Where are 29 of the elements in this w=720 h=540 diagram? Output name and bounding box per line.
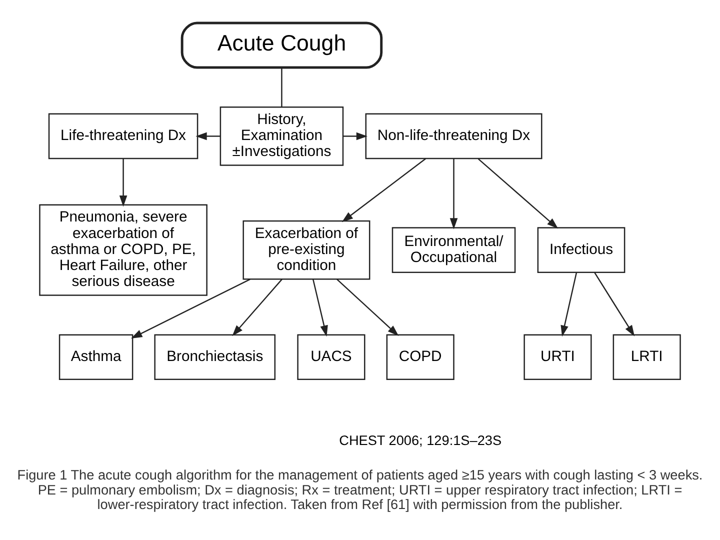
arrow [312,278,328,336]
arrow [478,158,558,228]
node-box: Pneumonia, severe exacerbation of asthma or COPD, PE, Heart Failure, other serious disease [39,204,208,296]
node-box: Environmental/ Occupational [392,226,516,272]
arrow [560,272,578,336]
node-box: Non-life-threatening Dx [365,112,542,159]
arrow [594,272,635,336]
arrow [196,132,220,140]
node-box: Asthma [58,334,134,380]
node-box: UACS [297,334,366,380]
node-box: Infectious [537,226,626,272]
node-box: Acute Cough [180,21,383,68]
arrow [336,278,399,336]
arrow [232,278,282,336]
node-box: History, Examination ±Investigations [220,106,344,166]
node-box: COPD [386,334,454,380]
node-box: Exacerbation of pre-existing condition [242,220,370,280]
arrow [342,158,426,222]
caption: Figure 1 The acute cough algorithm for the management of patients aged ≥15 years with cough lasting < 3 weeks. PE = pulmonary embolism; Dx = diagnosis; Rx = treatment; URTI = upper respiratory tract infection; LRTI = lower-respiratory tract infection. Taken from Ref [61] with permission from the publisher. [17,466,703,512]
node-box: Bronchiectasis [154,334,276,380]
arrow [450,158,458,229]
node-box: Life-threatening Dx [48,112,198,159]
arrow [119,158,128,206]
arrow [131,278,250,338]
label: CHEST 2006; 129:1S–23S [339,432,502,448]
node-box: LRTI [612,334,681,380]
connector [281,67,282,107]
arrow [343,132,368,140]
node-box: URTI [524,334,592,380]
